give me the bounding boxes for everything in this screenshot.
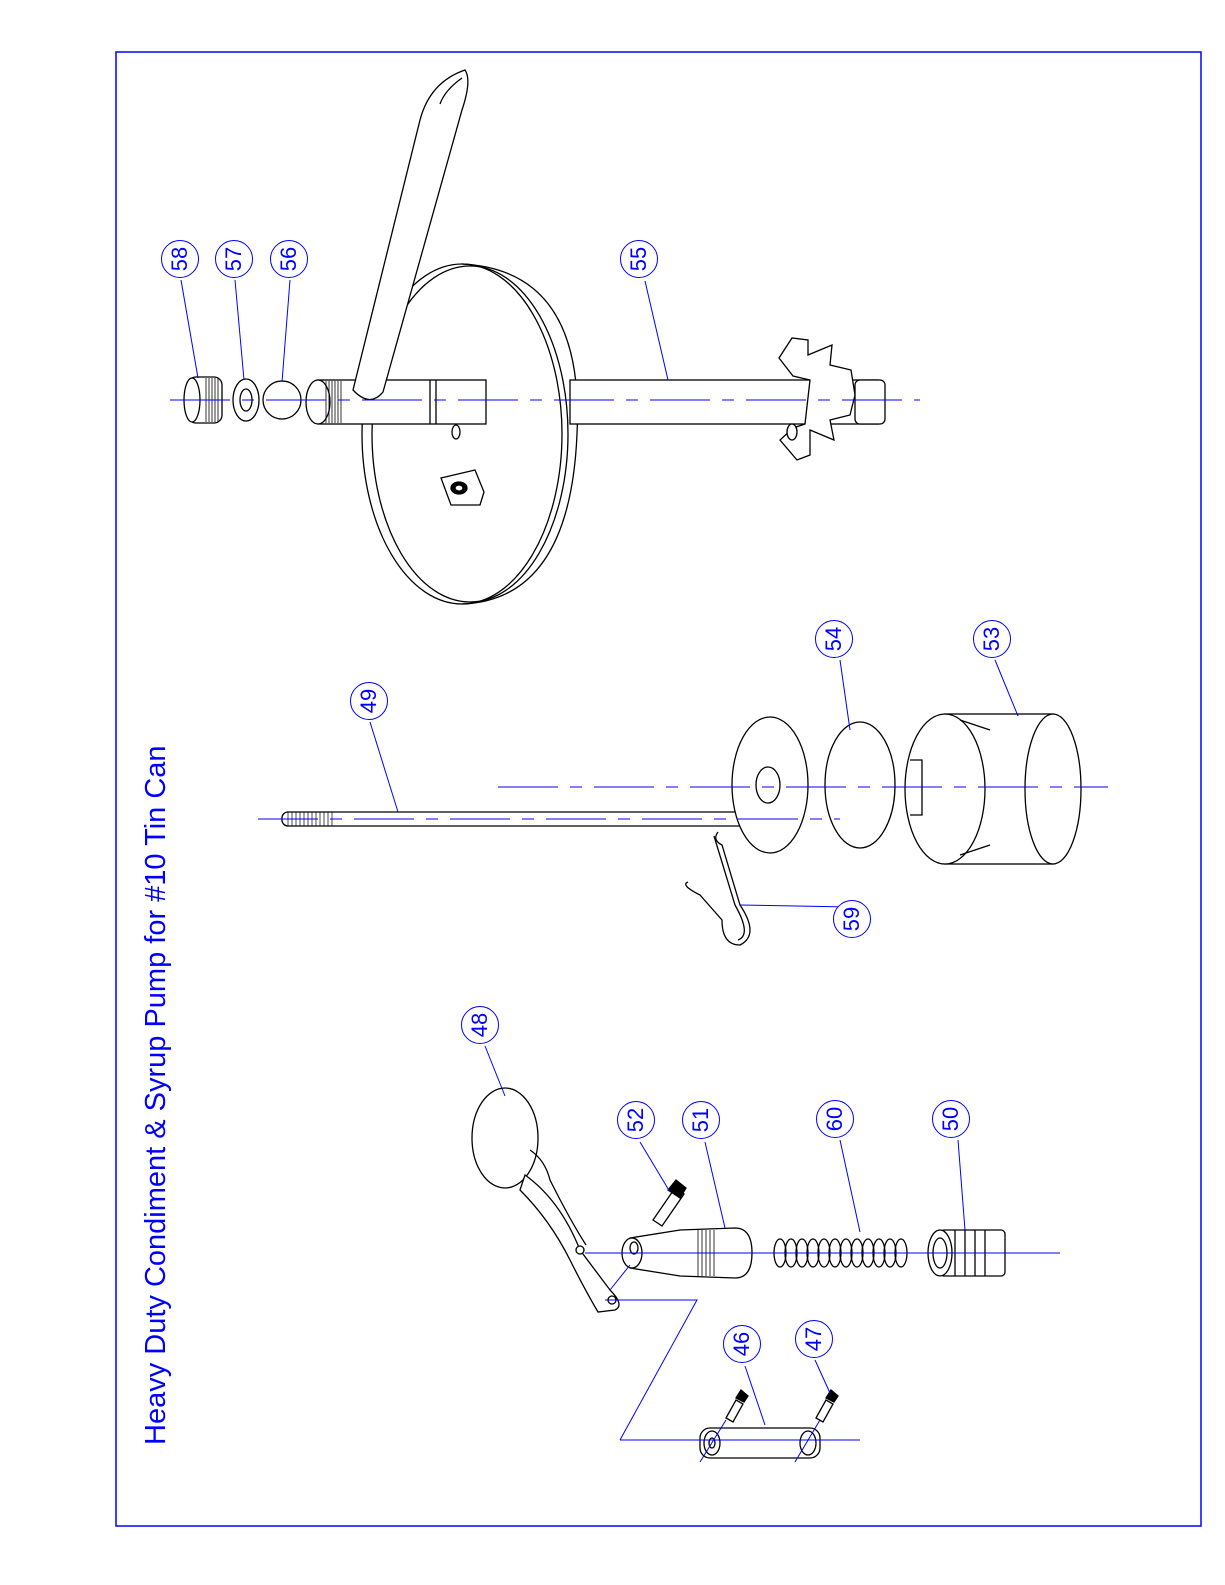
callout-51: 51: [682, 1101, 720, 1139]
callout-label: 58: [169, 247, 191, 271]
callout-57: 57: [215, 240, 253, 278]
callout-label: 57: [223, 247, 245, 271]
callout-label: 56: [278, 247, 300, 271]
callout-50: 50: [932, 1100, 970, 1138]
callout-59: 59: [833, 900, 871, 938]
callout-label: 47: [803, 1327, 825, 1351]
callout-58: 58: [161, 240, 199, 278]
callout-54: 54: [815, 620, 853, 658]
callout-label: 60: [824, 1107, 846, 1131]
callout-53: 53: [973, 620, 1011, 658]
callout-60: 60: [816, 1100, 854, 1138]
callout-48: 48: [461, 1006, 499, 1044]
callout-label: 49: [358, 689, 380, 713]
callout-label: 53: [981, 627, 1003, 651]
part-55-plate-tube: [306, 70, 885, 604]
callout-label: 51: [690, 1108, 712, 1132]
part-53-cup: [905, 714, 1081, 864]
callout-label: 54: [823, 627, 845, 651]
callout-label: 48: [469, 1013, 491, 1037]
callout-46: 46: [723, 1325, 761, 1363]
callout-56: 56: [270, 240, 308, 278]
washer-disk: [732, 717, 808, 853]
callout-label: 46: [731, 1332, 753, 1356]
part-48-lever: [472, 1088, 619, 1312]
part-59-clip: [686, 832, 750, 945]
callout-47: 47: [795, 1320, 833, 1358]
callout-label: 55: [628, 247, 650, 271]
callout-52: 52: [617, 1101, 655, 1139]
part-54-disk: [825, 722, 895, 848]
callout-55: 55: [620, 240, 658, 278]
part-52-screw: [653, 1180, 686, 1226]
callout-label: 50: [940, 1107, 962, 1131]
page-title: Heavy Duty Condiment & Syrup Pump for #1…: [140, 745, 173, 1445]
part-47-screws: [726, 1390, 838, 1422]
callout-49: 49: [350, 682, 388, 720]
bottom-guides: [585, 1253, 1060, 1462]
callout-label: 52: [625, 1108, 647, 1132]
callout-label: 59: [841, 907, 863, 931]
